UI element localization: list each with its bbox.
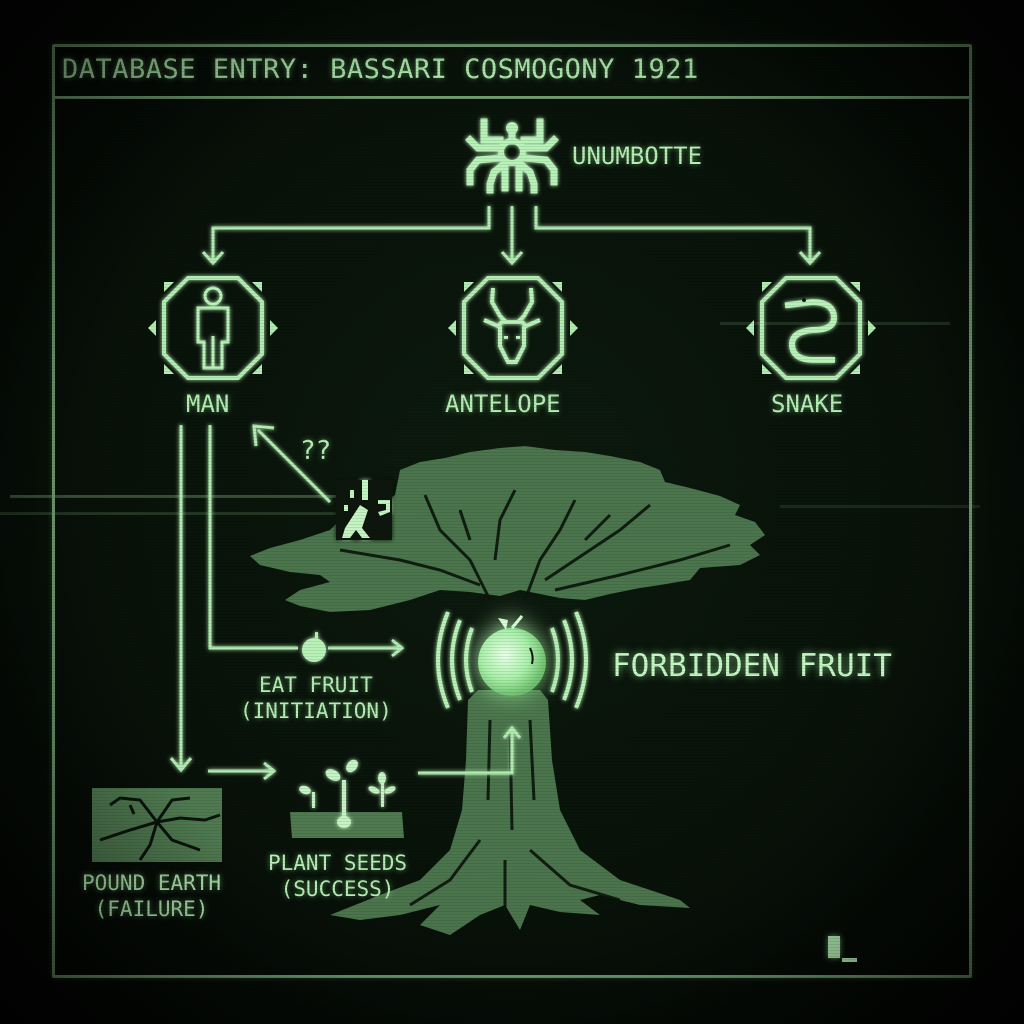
eat-fruit-label: EAT FRUIT (INITIATION)	[240, 672, 392, 724]
cracked-earth-icon	[92, 788, 222, 862]
terminal-cursor-block	[828, 936, 840, 958]
plant-seeds-line2: (SUCCESS)	[280, 877, 395, 901]
antelope-head-icon	[483, 287, 541, 364]
human-figure-icon	[196, 286, 230, 370]
man-label: MAN	[186, 390, 230, 418]
creator-label: UNUMBOTTE	[572, 142, 703, 170]
terminal-cursor	[842, 958, 857, 962]
plant-seeds-label: PLANT SEEDS (SUCCESS)	[268, 850, 407, 902]
pound-earth-label: POUND EARTH (FAILURE)	[82, 870, 221, 922]
plant-seeds-line1: PLANT SEEDS	[268, 851, 408, 875]
forbidden-fruit-label: FORBIDDEN FRUIT	[612, 648, 892, 684]
snake-question-label: ??	[300, 436, 332, 466]
glowing-fruit-icon	[478, 615, 546, 696]
spider-creator-icon	[465, 118, 559, 194]
coiled-snake-icon	[784, 298, 838, 363]
small-fruit-icon	[302, 632, 326, 662]
eat-fruit-line1: EAT FRUIT	[258, 673, 373, 697]
antelope-label: ANTELOPE	[445, 390, 561, 418]
snake-tempting-glyph-icon	[336, 480, 392, 540]
creation-arrows	[201, 206, 822, 266]
sprouts-icon	[290, 759, 404, 838]
eat-fruit-line2: (INITIATION)	[240, 699, 392, 723]
pound-earth-line1: POUND EARTH	[82, 871, 222, 895]
pound-earth-line2: (FAILURE)	[94, 897, 209, 921]
snake-label: SNAKE	[771, 390, 844, 418]
